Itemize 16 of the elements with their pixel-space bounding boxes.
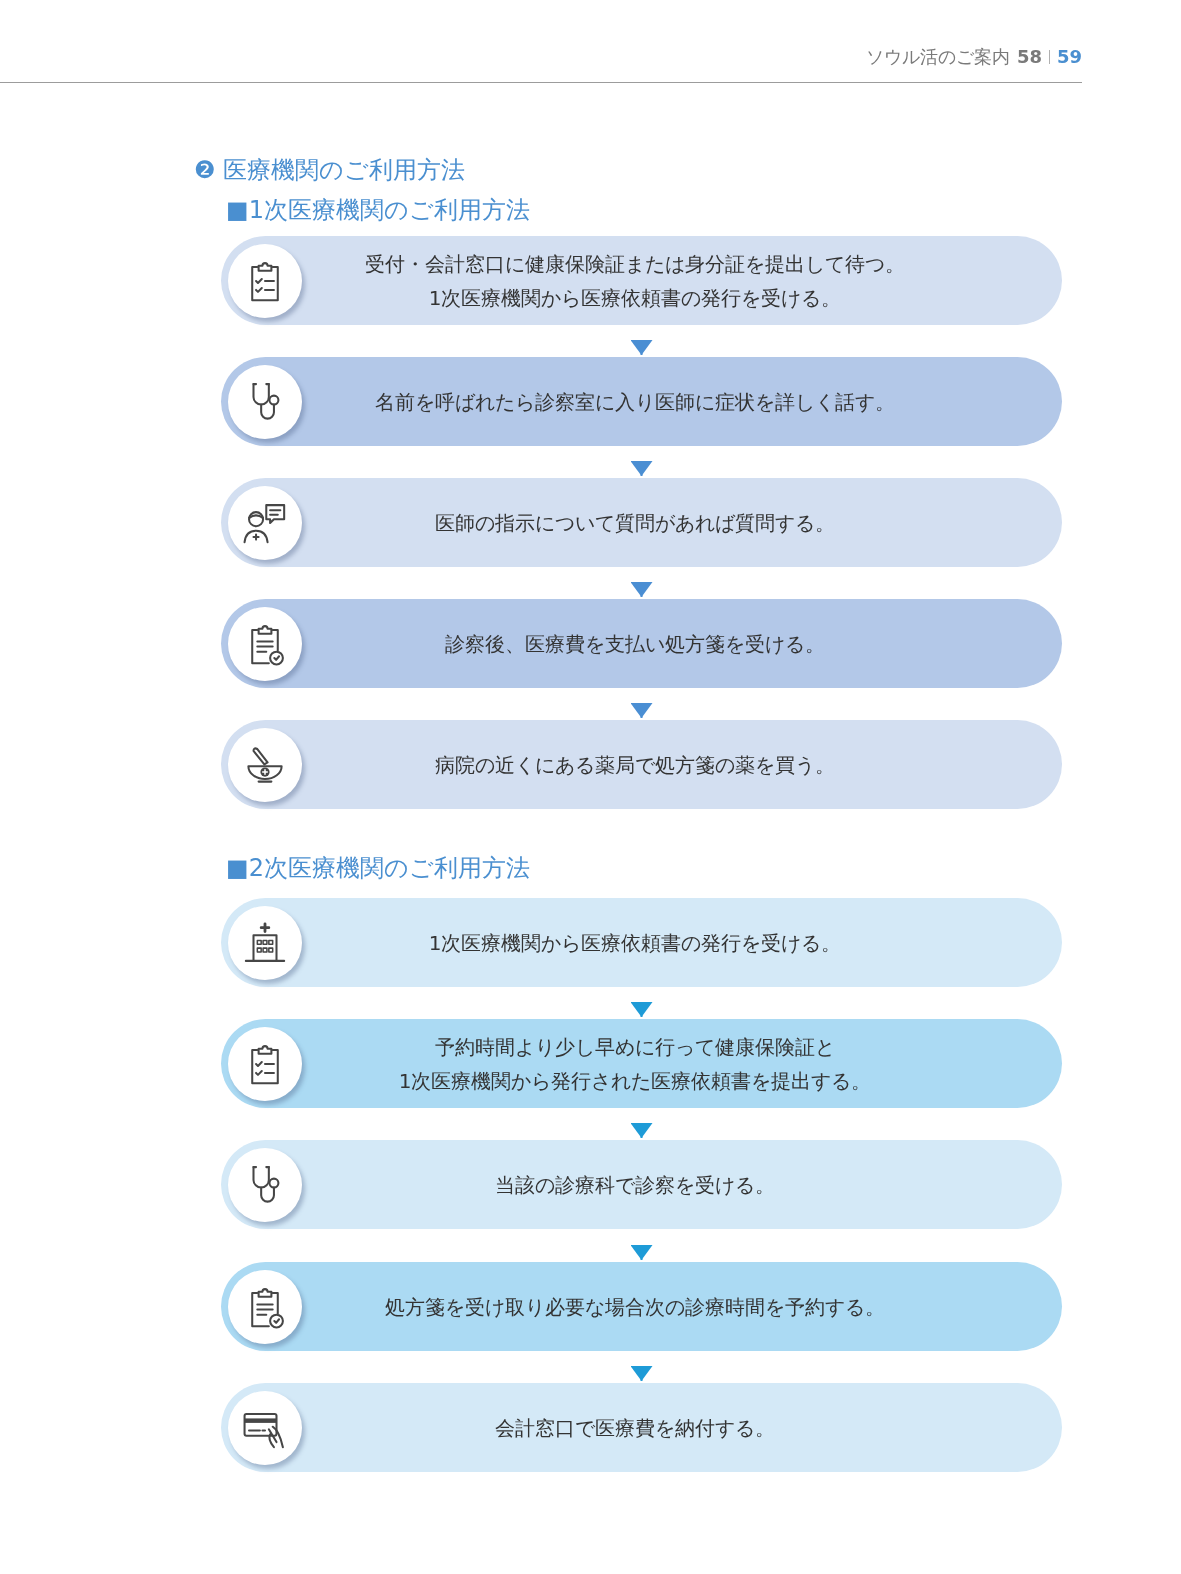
step-text: 処方箋を受け取り必要な場合次の診療時間を予約する。: [385, 1293, 885, 1321]
step-text: 診察後、医療費を支払い処方箋を受ける。: [445, 630, 825, 658]
step-text: 病院の近くにある薬局で処方箋の薬を買う。: [435, 751, 835, 779]
page-number: 59: [1056, 45, 1082, 69]
step-text: 予約時間より少し早めに行って健康保険証と1次医療機関から発行された医療依頼書を提出する。: [397, 1033, 873, 1095]
step-text: 受付・会計窓口に健康保険証または身分証を提出して待つ。1次医療機関から医療依頼書の発行を受ける。: [364, 250, 906, 312]
step-text: 当該の診療科で診察を受ける。: [495, 1171, 775, 1199]
step-text: 1次医療機関から医療依頼書の発行を受ける。: [428, 929, 842, 957]
step-text: 名前を呼ばれたら診察室に入り医師に症状を詳しく話す。: [375, 388, 895, 416]
step-text: 医師の指示について質問があれば質問する。: [435, 509, 835, 537]
section-heading: ■2次医療機関のご利用方法: [226, 853, 530, 884]
section-title: ❷ 医療機関のご利用方法: [194, 155, 466, 186]
step-text: 会計窓口で医療費を納付する。: [495, 1414, 775, 1442]
page-number: 58: [1016, 45, 1042, 69]
running-header: ソウル活のご案内: [865, 45, 1010, 69]
section-heading: ■1次医療機関のご利用方法: [226, 195, 530, 226]
